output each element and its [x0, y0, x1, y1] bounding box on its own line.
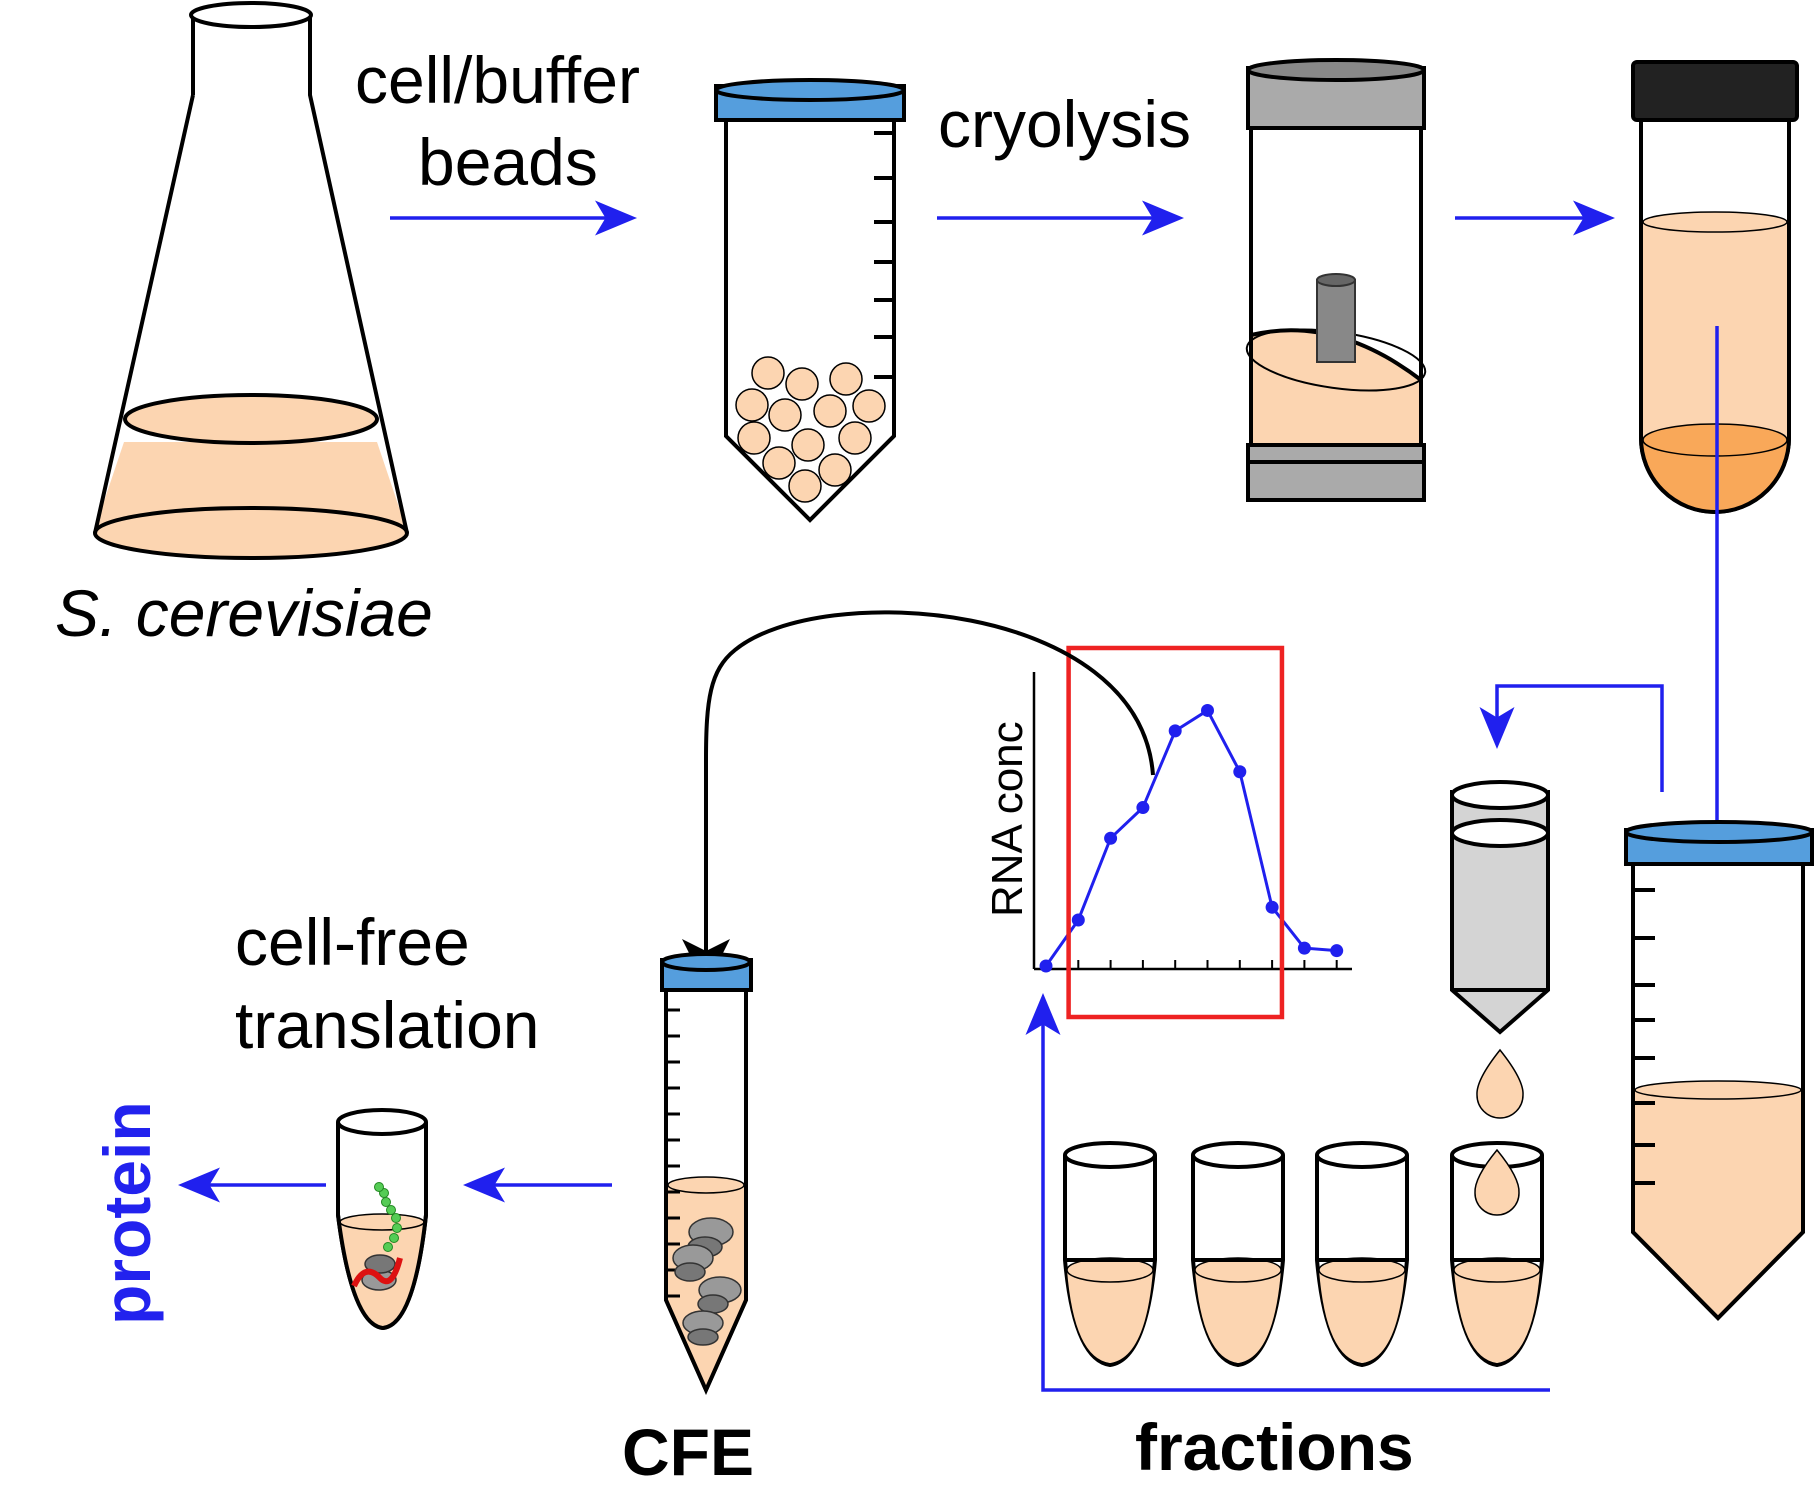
flask-liquid-top [123, 393, 379, 445]
fraction-tube-3 [1315, 1141, 1409, 1368]
flask-rim [189, 1, 313, 29]
centrifuge-tube [1631, 60, 1799, 514]
grinding-rod [1316, 279, 1356, 363]
cryolysis-label: cryolysis [938, 87, 1191, 161]
cryo-bottom-cap [1246, 443, 1426, 502]
bead-tube-body [724, 108, 896, 523]
bead-tube-graduations [874, 131, 894, 379]
cryo-chamber [1245, 58, 1427, 502]
reaction-tube [336, 1108, 428, 1331]
large-tube-liquid [1635, 1090, 1801, 1316]
return-arrow [682, 610, 1155, 987]
flow-arrow-fractions-to-chart [1025, 993, 1550, 1392]
rna-point-5 [1168, 724, 1182, 738]
beads-label: beads [418, 125, 598, 199]
cfe-label: CFE [622, 1415, 754, 1489]
rna-series-points [1039, 703, 1344, 973]
rna-point-4 [1136, 801, 1150, 815]
rna-point-1 [1039, 959, 1053, 973]
rna-concentration-chart: RNA conc [983, 645, 1352, 1020]
large-tube [1624, 820, 1814, 1321]
rna-point-2 [1071, 913, 1085, 927]
rna-point-3 [1104, 831, 1118, 845]
nascent-peptide [374, 1182, 402, 1252]
rna-point-6 [1201, 703, 1214, 717]
cfe-graduations [666, 1008, 680, 1298]
translation-label: translation [235, 988, 540, 1062]
fraction-tubes [1063, 1141, 1544, 1368]
rna-point-9 [1297, 941, 1311, 955]
rna-series-line [1044, 708, 1337, 967]
pellet [1643, 440, 1787, 512]
bead-tube [714, 78, 906, 523]
fraction-tube-4 [1450, 1141, 1544, 1368]
mrna-strand [351, 1257, 403, 1288]
rna-point-7 [1233, 765, 1247, 779]
erlenmeyer-flask [93, 1, 409, 560]
flask-liquid [95, 442, 406, 528]
rna-point-8 [1265, 900, 1279, 914]
fractionation-column [1450, 780, 1550, 1119]
cell-buffer-label: cell/buffer [355, 43, 640, 117]
cell-free-label: cell-free [235, 905, 470, 979]
column-droplet [1476, 1048, 1524, 1119]
flask-body [93, 18, 409, 534]
fraction-tube-2 [1191, 1141, 1285, 1368]
flow-arrow-to-column [1479, 684, 1664, 792]
centrifuge-tube-cap [1631, 60, 1799, 122]
selected-fractions-box [1066, 645, 1285, 1020]
protein-label: protein [90, 1101, 164, 1325]
beads [735, 356, 886, 503]
chart-ylabel: RNA conc [983, 721, 1032, 917]
flask-liquid-bottom [93, 506, 409, 560]
ribosomes [672, 1217, 742, 1346]
chart-x-ticks [1045, 960, 1338, 969]
organism-label: S. cerevisiae [55, 576, 433, 650]
cfe-tube [660, 952, 753, 1395]
fractions-label: fractions [1135, 1410, 1414, 1484]
rna-point-10 [1330, 944, 1344, 958]
fraction-tube-1 [1063, 1141, 1157, 1368]
large-tube-graduations [1633, 888, 1655, 1185]
falling-droplet [1474, 1148, 1520, 1216]
